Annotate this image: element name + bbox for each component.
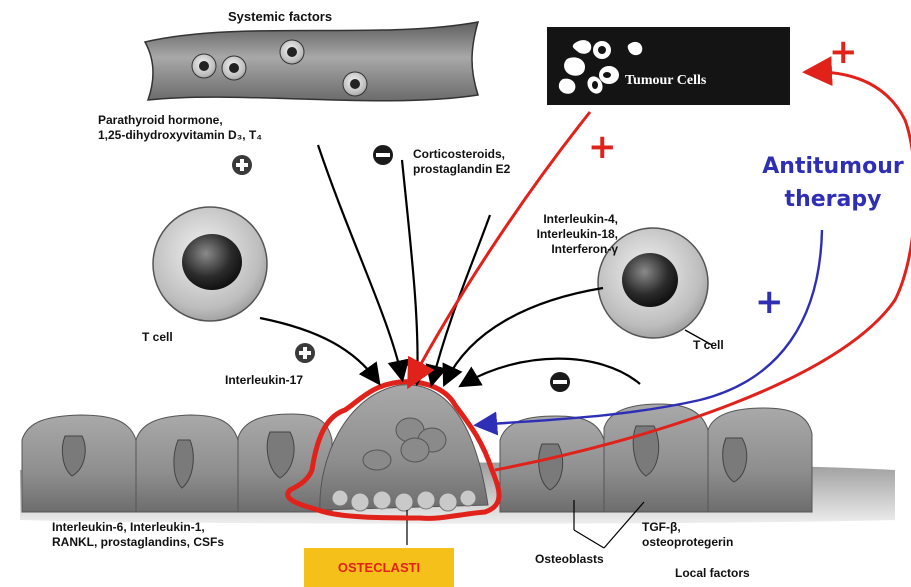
plus-sign-blue: + [755,285,784,319]
plus-circle-icon [232,155,252,175]
label-local-factors: Local factors [675,566,750,581]
label-t-cell-right: T cell [693,338,724,353]
minus-circle-icon [550,372,570,392]
osteoclasti-badge: OSTECLASTI [304,548,454,587]
label-t-cell-left: T cell [142,330,173,345]
label-interleukins: Interleukin-4, Interleukin-18, Interfero… [508,212,618,257]
osteoclast-cell [320,385,488,511]
plus-sign-red-top: + [829,35,858,69]
label-osteoblasts: Osteoblasts [535,552,604,567]
label-corticosteroids: Corticosteroids, prostaglandin E2 [413,147,510,177]
arrow-tcell-right [445,288,603,383]
label-pth: Parathyroid hormone, 1,25-dihydroxyvitam… [98,113,262,143]
minus-circle-icon [373,145,393,165]
antitumour-therapy-label: Antitumour therapy [748,150,911,216]
lining-cells-left [22,414,332,512]
plus-circle-icon [295,343,315,363]
tumour-cells-box [547,27,790,105]
label-systemic-factors: Systemic factors [228,9,332,24]
osteoclasti-label: OSTECLASTI [304,548,454,587]
tumour-cells-icon [547,27,647,105]
label-interleukin-17: Interleukin-17 [225,373,303,388]
label-interleukin-6: Interleukin-6, Interleukin-1, RANKL, pro… [52,520,224,550]
label-tgf: TGF-β, osteoprotegerin [642,520,733,550]
t-cell-left [153,207,267,321]
arrow-systemic [318,145,402,378]
tumour-cells-label: Tumour Cells [625,73,706,89]
arrow-corticosteroids [402,160,418,382]
plus-sign-red-mid: + [588,130,617,164]
blood-vessel [145,22,478,101]
